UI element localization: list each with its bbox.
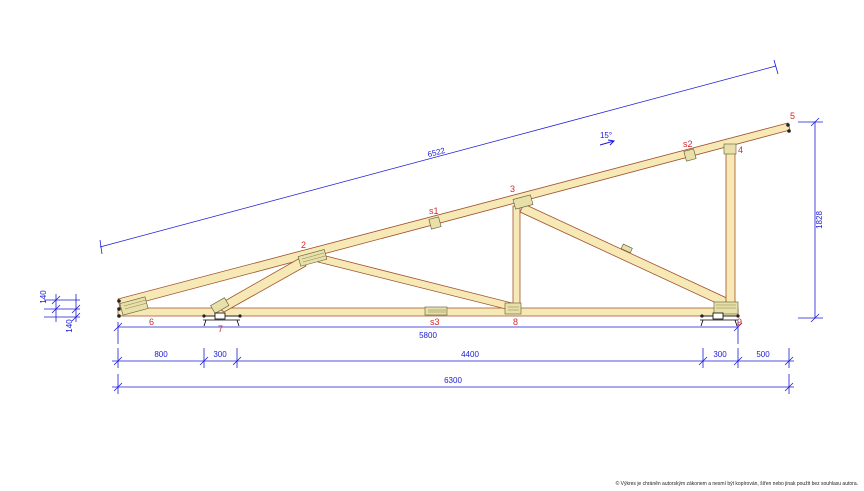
node-label-3: 3 [510, 184, 515, 194]
support-right [700, 312, 738, 327]
dim-300-right: 300 [713, 350, 727, 359]
plate-hatching [123, 252, 736, 313]
dimension-lines [44, 59, 823, 394]
web-4-9 [725, 147, 736, 309]
copyright-notice: © Výkres je chráněn autorským zákonem a … [615, 481, 858, 487]
left-top-dim: 140 [39, 290, 48, 304]
dim-300-left: 300 [213, 350, 227, 359]
plate-8 [504, 302, 522, 315]
slope-indicator [599, 139, 616, 146]
plate-s1 [428, 216, 442, 230]
node-label-s1: s1 [429, 206, 439, 216]
dim-800: 800 [154, 350, 168, 359]
plate-s3 [424, 306, 448, 316]
node-label-9: 9 [737, 317, 742, 327]
plate-s2 [683, 148, 697, 162]
web-3-8 [512, 205, 521, 309]
plate-7 [210, 297, 230, 314]
node-label-5: 5 [790, 111, 795, 121]
plate-3 [512, 194, 534, 210]
node-dots [117, 123, 791, 318]
dim-500: 500 [756, 350, 770, 359]
node-label-8: 8 [513, 317, 518, 327]
span-label: 5800 [419, 331, 437, 340]
truss-members [117, 122, 791, 317]
node-label-4: 4 [738, 145, 743, 155]
web-2-8 [317, 254, 517, 312]
node-label-s2: s2 [683, 139, 693, 149]
node-label-7: 7 [218, 324, 223, 334]
plate-2 [297, 249, 328, 267]
plate-4 [723, 143, 737, 155]
height-label: 1828 [815, 211, 824, 229]
dim-4400: 4400 [461, 350, 479, 359]
angle-label: 15° [600, 131, 612, 140]
node-label-6: 6 [149, 317, 154, 327]
web-3-9 [519, 203, 732, 309]
total-label: 6300 [444, 376, 462, 385]
node-label-s3: s3 [430, 317, 440, 327]
plate-web-diag [620, 243, 633, 254]
support-left [203, 312, 240, 327]
left-bottom-dim: 140 [65, 319, 74, 333]
node-label-2: 2 [301, 240, 306, 250]
